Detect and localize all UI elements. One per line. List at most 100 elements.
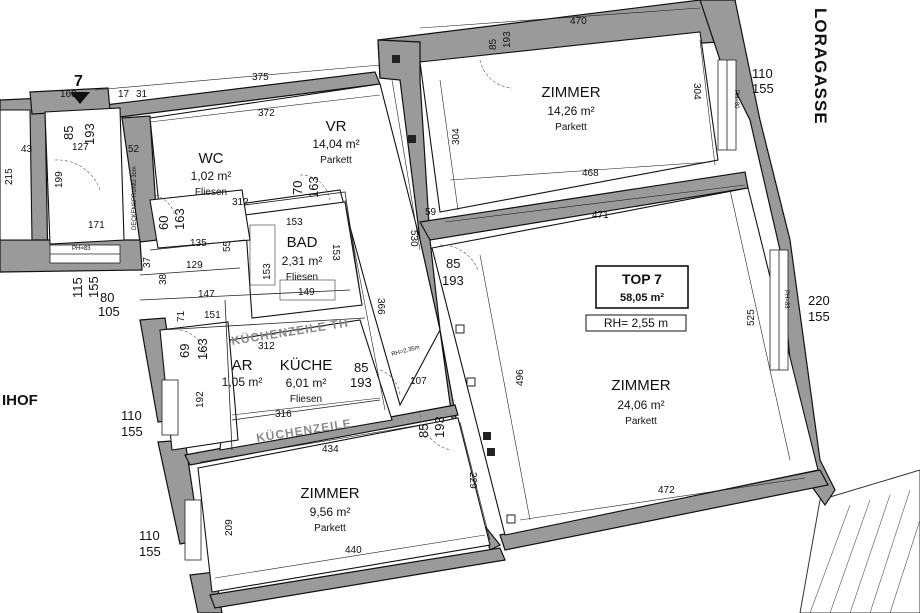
zimmer-big-area: 24,06 m² (617, 398, 664, 412)
dimension-lines (94, 7, 806, 579)
dim-160: 160 (60, 89, 77, 100)
unit-area: 58,05 m² (620, 292, 664, 304)
dim-37: 37 (142, 256, 153, 268)
street-name: LORAGASSE (811, 8, 830, 125)
dim-304a: 304 (691, 83, 702, 100)
dim-149: 149 (298, 287, 315, 298)
zimmer-top-area: 14,26 m² (547, 104, 594, 118)
vr-floor: Parkett (320, 155, 352, 166)
dim-366: 366 (375, 298, 386, 315)
dim-153c: 153 (330, 244, 341, 261)
wc-floor: Fliesen (195, 187, 227, 198)
dim-38: 38 (158, 273, 169, 285)
dim-193a: 193 (502, 31, 513, 48)
dim-31: 31 (136, 89, 148, 100)
zimmer-bottom-floor: Parkett (314, 523, 346, 534)
dim-60: 60 (156, 216, 171, 230)
dim-110a: 110 (752, 66, 773, 81)
dim-215: 215 (4, 168, 15, 185)
dim-85b: 85 (61, 126, 76, 140)
dim-171: 171 (88, 220, 105, 231)
dim-163b: 163 (172, 208, 187, 230)
ph80-right: PH=80 (733, 90, 739, 109)
dim-209: 209 (224, 519, 235, 536)
dim-105: 105 (98, 304, 120, 319)
dim-115: 115 (70, 277, 85, 298)
dim-468: 468 (582, 168, 599, 179)
dim-193b: 193 (82, 123, 97, 145)
kueche-name: KÜCHE (280, 356, 333, 374)
vr-area: 14,04 m² (312, 137, 359, 151)
dim-153a: 153 (286, 217, 303, 228)
dim-193d: 193 (442, 273, 464, 288)
dim-434: 434 (322, 444, 339, 455)
dim-155d: 155 (121, 424, 143, 439)
dim-155e: 155 (139, 544, 161, 559)
dim-496: 496 (515, 369, 526, 386)
dim-155a: 155 (752, 81, 774, 96)
vr-name: VR (326, 118, 347, 135)
dim-151: 151 (204, 310, 221, 321)
kueche-floor: Fliesen (290, 394, 322, 405)
dim-199: 199 (54, 171, 65, 188)
dim-155c: 155 (808, 309, 830, 324)
dim-107: 107 (410, 376, 427, 387)
dim-372: 372 (258, 108, 275, 119)
dim-80: 80 (100, 290, 114, 305)
room-stairs (44, 107, 125, 245)
courtyard-label: IHOF (2, 392, 38, 409)
dim-163a: 163 (306, 176, 321, 198)
dim-85a: 85 (488, 38, 499, 50)
dim-316: 316 (275, 409, 292, 420)
dim-153b: 153 (262, 263, 273, 280)
deckensprung-label: DECKENSPRUNG 3cm (132, 166, 138, 230)
room-labels: ZIMMER 14,26 m² Parkett VR 14,04 m² Park… (191, 84, 671, 534)
dim-147: 147 (198, 289, 215, 300)
ph83-right: PH=83 (783, 290, 789, 309)
dim-312a: 312 (232, 197, 249, 208)
dim-59: 59 (425, 207, 437, 218)
ar-name: AR (232, 357, 253, 374)
dim-193c: 193 (350, 375, 372, 390)
stair-number: 7 (74, 73, 83, 90)
dim-85c: 85 (354, 360, 368, 375)
dim-85e: 85 (416, 424, 431, 438)
unit-summary: TOP 7 58,05 m² RH= 2,55 m (585, 265, 689, 332)
dim-312b: 312 (258, 341, 275, 352)
dim-471: 471 (592, 210, 609, 221)
windows (49, 59, 789, 561)
dim-163c: 163 (195, 338, 210, 360)
door-swings (54, 59, 513, 451)
zimmer-big-name: ZIMMER (611, 377, 670, 394)
dim-193e: 193 (432, 416, 447, 438)
bad-name: BAD (287, 234, 318, 251)
dim-85d: 85 (446, 256, 460, 271)
dim-375: 375 (252, 72, 269, 83)
room-zimmer-bottom (197, 417, 491, 593)
site-hatch (799, 469, 920, 613)
dim-470: 470 (570, 16, 587, 27)
dim-192: 192 (195, 391, 206, 408)
dim-229: 229 (467, 472, 478, 489)
zimmer-bottom-name: ZIMMER (300, 485, 359, 502)
inner-walls (139, 191, 381, 451)
dim-530: 530 (408, 230, 419, 247)
zimmer-top-name: ZIMMER (541, 84, 600, 101)
dim-43: 43 (21, 144, 33, 155)
dim-440: 440 (345, 545, 362, 556)
dim-220: 220 (808, 293, 830, 308)
dimension-texts: 470 85 193 304 304 110 155 468 59 471 53… (4, 16, 830, 559)
bad-floor: Fliesen (286, 272, 318, 283)
ph83-left: PH=83 (72, 246, 91, 252)
kueche-area: 6,01 m² (286, 376, 327, 390)
dim-71: 71 (176, 310, 187, 322)
dim-135: 135 (190, 238, 207, 249)
dim-110c: 110 (139, 528, 160, 543)
dim-70: 70 (290, 181, 305, 195)
wc-name: WC (199, 150, 224, 167)
dim-110b: 110 (121, 408, 142, 423)
stair-arrow-icon (70, 92, 90, 104)
wc-area: 1,02 m² (191, 169, 232, 183)
unit-room-height: RH= 2,55 m (604, 316, 668, 330)
